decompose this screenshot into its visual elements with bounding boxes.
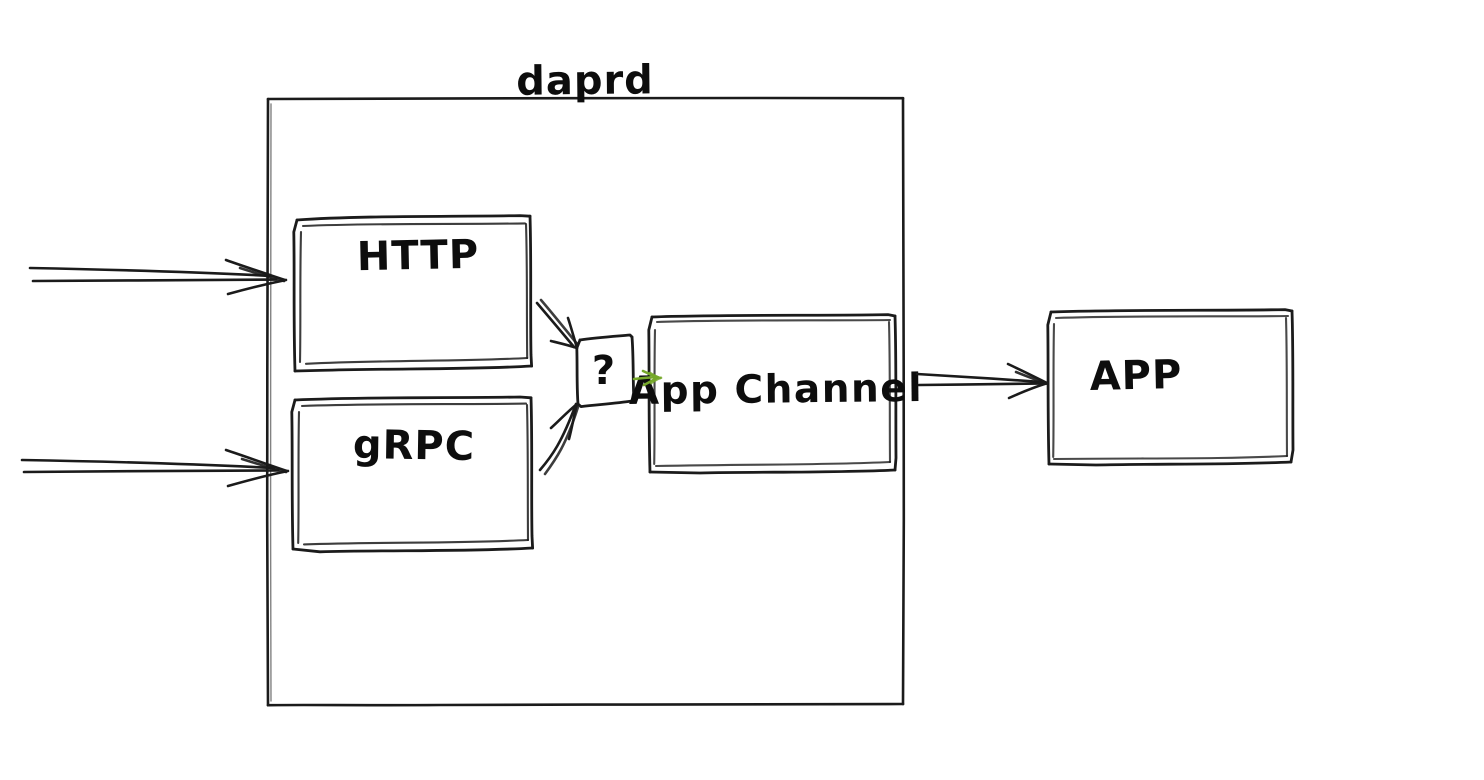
daprd-title: daprd — [516, 57, 654, 104]
node-app-channel-label: App Channel — [629, 366, 924, 414]
edge-grpc-decision — [538, 402, 580, 476]
node-http[interactable]: HTTP — [292, 214, 533, 373]
edge-in-grpc — [20, 448, 290, 488]
daprd-container — [265, 96, 906, 707]
node-grpc[interactable]: gRPC — [290, 395, 534, 554]
node-decision-label: ? — [592, 348, 616, 394]
node-decision[interactable]: ? — [575, 333, 635, 408]
edge-decision-app-channel — [632, 369, 663, 387]
node-grpc-label: gRPC — [353, 422, 476, 470]
node-http-label: HTTP — [356, 232, 479, 281]
node-app-label: APP — [1089, 352, 1183, 400]
node-app-channel[interactable]: App Channel — [629, 313, 924, 475]
node-app[interactable]: APP — [1046, 308, 1295, 467]
edge-in-http — [28, 258, 288, 296]
edge-daprd-app — [915, 362, 1050, 400]
edge-http-decision — [535, 298, 580, 350]
